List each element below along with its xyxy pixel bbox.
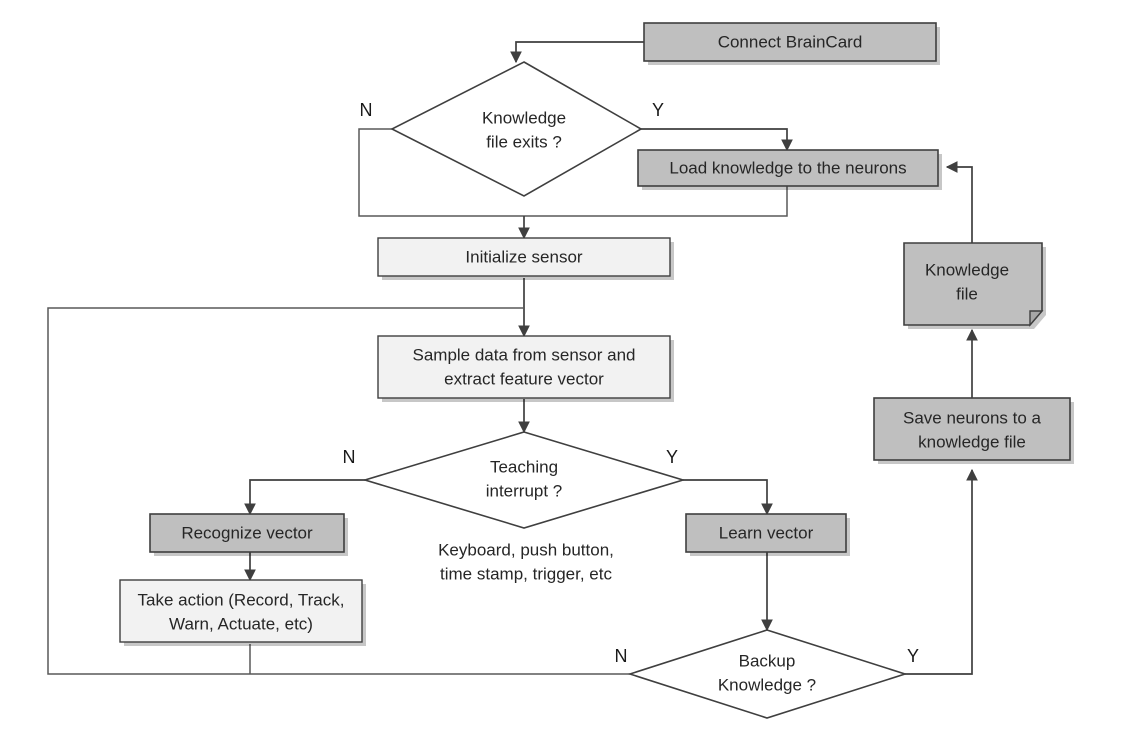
branch-label-backup-yes: Y [907, 646, 919, 666]
node-backup-decision-label-line2: Knowledge ? [718, 675, 816, 694]
branch-label-backup-no: N [615, 646, 628, 666]
edge-knowledgefile-to-load [945, 161, 973, 243]
node-initialize-sensor-label: Initialize sensor [465, 247, 583, 266]
node-sample-data-label-line2: extract feature vector [444, 369, 604, 388]
node-connect-braincard[interactable]: Connect BrainCard [643, 22, 940, 65]
node-knowledge-decision-label-line1: Knowledge [482, 108, 566, 127]
branch-label-teaching-no: N [343, 447, 356, 467]
node-backup-decision-label-line1: Backup [739, 651, 796, 670]
node-knowledge-file-label-line2: file [956, 284, 978, 303]
edge-knowledge-no [358, 128, 524, 217]
annotation-teaching-interrupt-sources: Keyboard, push button, time stamp, trigg… [438, 540, 614, 583]
annotation-teaching-note-line1: Keyboard, push button, [438, 540, 614, 559]
node-save-neurons[interactable]: Save neurons to a knowledge file [873, 397, 1074, 464]
node-connect-braincard-label: Connect BrainCard [718, 32, 863, 51]
node-save-neurons-label-line1: Save neurons to a [903, 408, 1042, 427]
node-learn-vector[interactable]: Learn vector [685, 513, 850, 556]
edge-connect-to-knowledge-decision [510, 41, 644, 64]
node-knowledge-decision-label-line2: file exits ? [486, 132, 562, 151]
node-teaching-interrupt-decision[interactable]: Teaching interrupt ? [362, 431, 686, 529]
edge-load-to-initialize [524, 185, 788, 217]
edge-backup-no-loopback [47, 307, 630, 675]
node-initialize-sensor[interactable]: Initialize sensor [377, 237, 674, 280]
node-sample-data[interactable]: Sample data from sensor and extract feat… [377, 335, 674, 402]
node-teaching-decision-label-line1: Teaching [490, 457, 558, 476]
node-knowledge-file-exists-decision[interactable]: Knowledge file exits ? [390, 61, 643, 197]
node-knowledge-file-document[interactable]: Knowledge file [903, 242, 1046, 329]
edge-backup-yes [905, 468, 978, 675]
branch-label-teaching-yes: Y [666, 447, 678, 467]
node-recognize-vector-label: Recognize vector [181, 523, 313, 542]
branch-label-knowledge-no: N [360, 100, 373, 120]
edge-teaching-no [244, 479, 365, 516]
node-load-knowledge[interactable]: Load knowledge to the neurons [637, 149, 942, 190]
node-take-action-label-line1: Take action (Record, Track, [138, 590, 345, 609]
edge-teaching-yes [683, 479, 773, 516]
node-knowledge-file-label-line1: Knowledge [925, 260, 1009, 279]
node-sample-data-label-line1: Sample data from sensor and [412, 345, 635, 364]
node-backup-knowledge-decision[interactable]: Backup Knowledge ? [627, 629, 908, 719]
node-save-neurons-label-line2: knowledge file [918, 432, 1026, 451]
node-take-action[interactable]: Take action (Record, Track, Warn, Actuat… [119, 579, 366, 646]
node-take-action-label-line2: Warn, Actuate, etc) [169, 614, 313, 633]
node-learn-vector-label: Learn vector [719, 523, 814, 542]
node-recognize-vector[interactable]: Recognize vector [149, 513, 348, 556]
node-load-knowledge-label: Load knowledge to the neurons [669, 158, 906, 177]
branch-label-knowledge-yes: Y [652, 100, 664, 120]
node-teaching-decision-label-line2: interrupt ? [486, 481, 563, 500]
annotation-teaching-note-line2: time stamp, trigger, etc [440, 564, 612, 583]
edge-knowledge-yes [641, 128, 793, 152]
